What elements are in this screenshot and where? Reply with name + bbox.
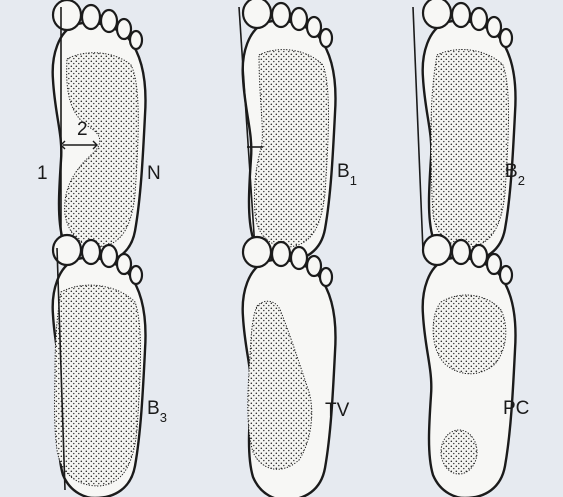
contact-area-b2 bbox=[431, 50, 509, 247]
width-marker-label: 2 bbox=[77, 119, 88, 140]
contact-area-b3 bbox=[55, 285, 141, 486]
line-marker-label: 1 bbox=[37, 163, 48, 184]
panel-label-tv: TV bbox=[325, 400, 350, 421]
contact-area-b1 bbox=[254, 50, 328, 247]
panel-label-pc: PC bbox=[503, 398, 529, 419]
forefoot-contact-pc bbox=[433, 295, 506, 374]
panel-label-n: N bbox=[147, 163, 161, 184]
heel-contact-pc bbox=[441, 430, 477, 474]
